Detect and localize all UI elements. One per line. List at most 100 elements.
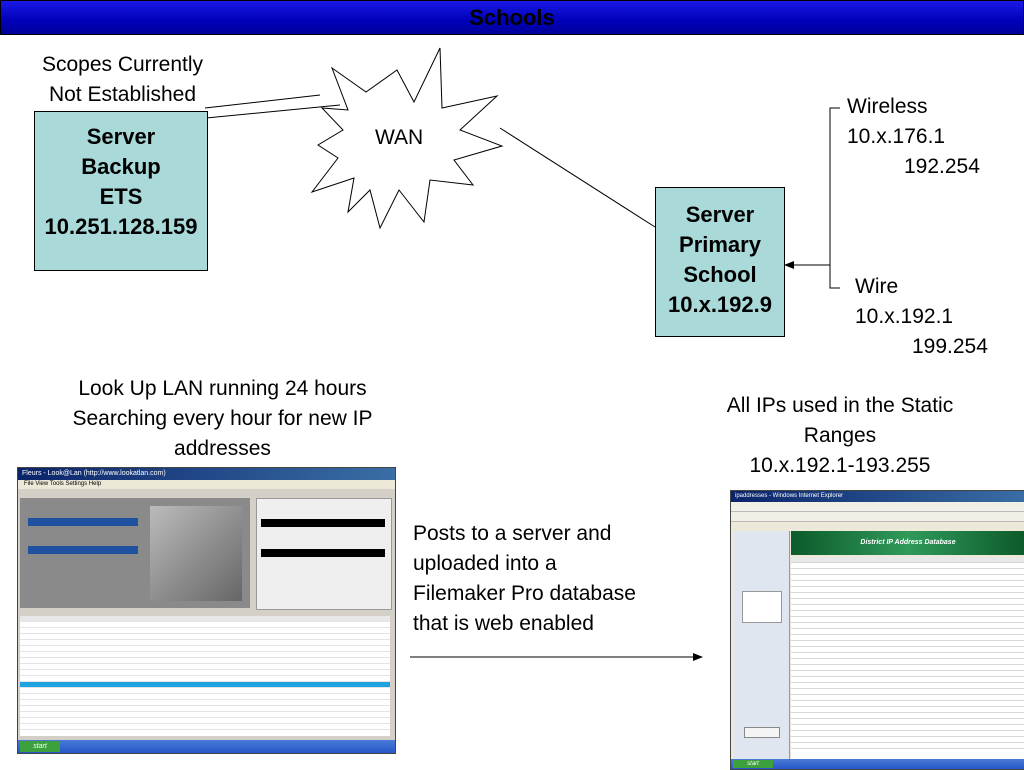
table-row xyxy=(20,706,390,712)
wire-bracket xyxy=(829,265,840,289)
table-row xyxy=(791,731,1024,737)
table-row xyxy=(791,665,1024,671)
table-row xyxy=(791,563,1024,569)
ie-window-title: ipaddresses - Windows Internet Explorer xyxy=(731,491,1024,502)
table-row xyxy=(20,640,390,646)
table-row xyxy=(791,587,1024,593)
posts-note-line: uploaded into a xyxy=(413,552,557,575)
table-header xyxy=(791,557,1024,563)
backup-server-box: Server Backup ETS 10.251.128.159 xyxy=(34,111,208,271)
filemaker-status-panel xyxy=(734,531,790,761)
backup-to-wan-line xyxy=(205,104,341,119)
offline-ips-bar xyxy=(261,549,385,557)
wire-range: Wire 10.x.192.1 199.254 xyxy=(855,272,1020,362)
database-screenshot: ipaddresses - Windows Internet Explorer … xyxy=(730,490,1024,770)
scopes-note-line: Scopes Currently xyxy=(41,53,204,76)
posts-note: Posts to a server and uploaded into a Fi… xyxy=(413,519,703,639)
table-row-selected xyxy=(20,682,390,688)
book-icon xyxy=(742,591,782,623)
table-row xyxy=(791,647,1024,653)
scan-progress-bar xyxy=(28,518,138,526)
table-row xyxy=(20,622,390,628)
lookatlan-window-title: Fleurs - Look@Lan (http://www.lookatlan.… xyxy=(18,468,395,480)
ip-address-table xyxy=(791,557,1024,761)
table-row xyxy=(791,701,1024,707)
table-row xyxy=(20,694,390,700)
title-bar: Schools xyxy=(0,0,1024,35)
wire-label: Wire xyxy=(855,275,899,298)
backup-server-ip: 10.251.128.159 xyxy=(44,214,198,239)
wireless-range: Wireless 10.x.176.1 192.254 xyxy=(847,92,1017,182)
lookatlan-menu-bar: File View Tools Settings Help xyxy=(18,480,395,489)
table-row xyxy=(791,617,1024,623)
scopes-note-line: Not Established xyxy=(48,83,197,106)
table-row xyxy=(791,569,1024,575)
start-button: start xyxy=(20,741,60,752)
static-ranges-line: All IPs used in the Static xyxy=(726,394,954,417)
scopes-note: Scopes Currently Not Established xyxy=(20,50,225,110)
table-row xyxy=(20,676,390,682)
posts-note-line: that is web enabled xyxy=(413,612,594,635)
wireless-bracket xyxy=(784,107,840,269)
lookup-note-line: addresses xyxy=(174,437,271,460)
backup-server-line: Server xyxy=(86,124,156,149)
table-row xyxy=(791,719,1024,725)
table-row xyxy=(20,724,390,730)
table-row xyxy=(791,725,1024,731)
primary-server-line: Server xyxy=(685,202,755,227)
table-row xyxy=(791,629,1024,635)
table-row xyxy=(791,689,1024,695)
ie-taskbar: start xyxy=(731,759,1024,769)
table-row xyxy=(791,575,1024,581)
table-row xyxy=(20,688,390,694)
lookup-note: Look Up LAN running 24 hours Searching e… xyxy=(30,374,415,464)
table-row xyxy=(20,658,390,664)
table-row xyxy=(791,635,1024,641)
wireless-start: 10.x.176.1 xyxy=(847,125,946,148)
table-row xyxy=(791,605,1024,611)
table-row xyxy=(791,659,1024,665)
table-row xyxy=(20,634,390,640)
table-row xyxy=(20,646,390,652)
lookatlan-logo xyxy=(150,506,242,601)
wan-label: WAN xyxy=(375,126,424,149)
table-row xyxy=(791,683,1024,689)
table-row xyxy=(791,593,1024,599)
posts-note-line: Posts to a server and xyxy=(413,522,612,545)
ie-address-bar xyxy=(731,502,1024,512)
host-list-header xyxy=(20,616,390,622)
table-row xyxy=(791,695,1024,701)
slide-title: Schools xyxy=(469,5,555,30)
table-row xyxy=(791,737,1024,743)
table-row xyxy=(20,628,390,634)
lookatlan-taskbar: start xyxy=(18,740,395,753)
lookup-note-line: Look Up LAN running 24 hours xyxy=(78,377,367,400)
lookup-note-line: Searching every hour for new IP xyxy=(72,407,373,430)
static-ranges-line: Ranges xyxy=(803,424,877,447)
wire-end: 199.254 xyxy=(912,335,988,358)
table-row xyxy=(20,664,390,670)
table-row xyxy=(791,707,1024,713)
table-row xyxy=(20,712,390,718)
table-row xyxy=(791,599,1024,605)
primary-server-ip: 10.x.192.9 xyxy=(668,292,772,317)
primary-server-box: Server Primary School 10.x.192.9 xyxy=(655,187,785,337)
table-row xyxy=(20,652,390,658)
table-row xyxy=(791,713,1024,719)
table-row xyxy=(791,623,1024,629)
host-list xyxy=(20,616,390,736)
statistics-pane xyxy=(256,498,392,610)
log-out-button xyxy=(744,727,780,738)
wireless-end: 192.254 xyxy=(904,155,980,178)
static-ranges-line: 10.x.192.1-193.255 xyxy=(749,454,931,477)
wireless-label: Wireless xyxy=(847,95,928,118)
table-row xyxy=(791,743,1024,749)
table-row xyxy=(791,677,1024,683)
ie-toolbar xyxy=(731,512,1024,522)
db-banner: District IP Address Database xyxy=(791,531,1024,555)
table-row xyxy=(791,653,1024,659)
backup-server-line: ETS xyxy=(99,184,143,209)
table-row xyxy=(791,671,1024,677)
table-row xyxy=(791,581,1024,587)
lookatlan-screenshot: Fleurs - Look@Lan (http://www.lookatlan.… xyxy=(17,467,396,754)
